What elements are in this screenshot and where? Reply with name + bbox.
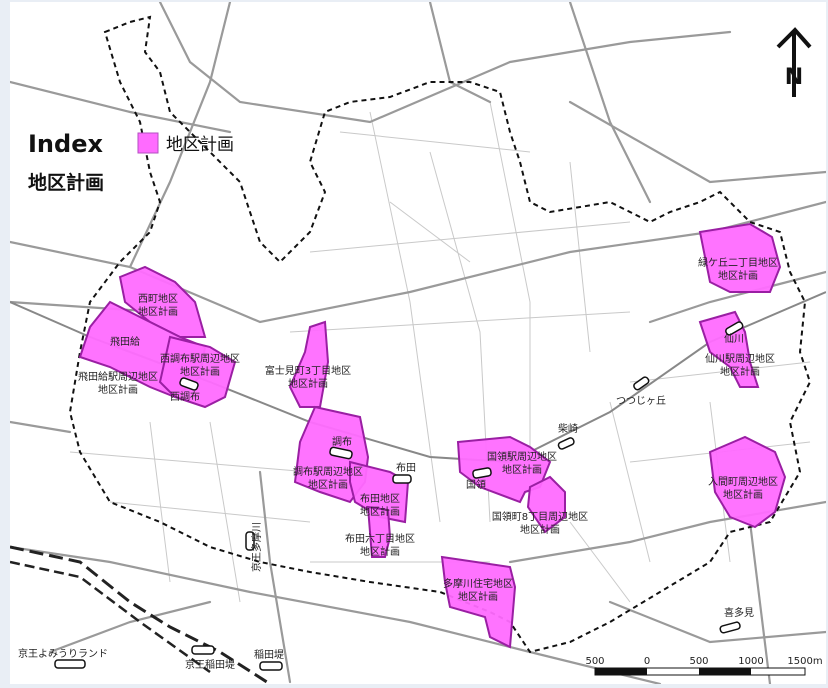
label-nishimachi-2: 地区計画 [138,305,178,318]
label-midorigaoka-2: 地区計画 [718,269,758,282]
label-kokuryo8-2: 地区計画 [520,523,560,536]
district-midorigaoka[interactable] [698,222,782,293]
district-fudarokuchome[interactable] [366,505,392,558]
station-inadazutsumi: 稲田堤 [254,649,284,661]
district-plan-map: 西町地区 地区計画 西調布駅周辺地区 地区計画 飛田給駅周辺地区 地区計画 富士… [8,0,828,686]
label-sengawa-2: 地区計画 [720,365,760,378]
label-kokuryo-1: 国領駅周辺地区 [487,450,557,463]
station-shibasaki: 柴崎 [558,422,578,435]
station-kitami: 喜多見 [724,606,754,619]
label-fuda-1: 布田地区 [360,492,400,505]
district-nishichofu[interactable] [158,335,237,409]
legend-subtitle: 地区計画 [28,171,104,194]
label-irima-2: 地区計画 [723,488,763,501]
label-midorigaoka-1: 緑ケ丘二丁目地区 [698,256,778,269]
district-irima[interactable] [708,435,787,529]
label-nishimachi-1: 西町地区 [138,292,178,305]
label-fudarokuchome-1: 布田六丁目地区 [345,532,415,545]
station-keio-yomiuri: 京王よみうりランド [18,647,108,660]
city-border [68,15,812,654]
district-tamagawa[interactable] [440,555,517,649]
station-keio-tamagawa: 京王多摩川 [250,522,263,572]
station-fuda: 布田 [396,462,416,474]
north-arrow-icon: N [776,27,812,97]
district-areas [78,222,787,649]
label-chofu-1: 調布駅周辺地区 [293,465,363,478]
legend-swatch [137,132,159,154]
north-label: N [785,65,803,90]
label-tamagawa-1: 多摩川住宅地区 [443,577,513,590]
district-labels: 西町地区 地区計画 西調布駅周辺地区 地区計画 飛田給駅周辺地区 地区計画 富士… [78,256,778,603]
district-sengawa[interactable] [698,310,760,388]
label-tobitakyu-2: 地区計画 [98,383,138,396]
label-fujimicho-2: 地区計画 [288,377,328,390]
label-nishichofu-2: 地区計画 [180,365,220,378]
label-fujimicho-1: 富士見町3丁目地区 [265,364,351,377]
station-markers [54,321,744,671]
scale-tick-3: 1000 [738,656,763,667]
station-nishichofu: 西調布 [170,390,200,403]
label-nishichofu-1: 西調布駅周辺地区 [160,352,240,365]
district-nishimachi[interactable] [118,265,207,338]
scale-tick-0: 500 [585,656,604,667]
scale-tick-4: 1500m [787,656,822,667]
legend: Index 地区計画 地区計画 [28,130,234,194]
station-kokuryo: 国領 [466,478,486,491]
legend-title: Index [28,130,103,158]
label-sengawa-1: 仙川駅周辺地区 [705,352,775,365]
label-fudarokuchome-2: 地区計画 [360,545,400,558]
station-labels: 飛田給 西調布 調布 布田 国領 柴崎 つつじヶ丘 仙川 京王多摩川 京王よみう… [18,332,754,671]
district-kokuryo8[interactable] [526,475,566,534]
label-irima-1: 入間町周辺地区 [708,475,778,488]
label-tobitakyu-1: 飛田給駅周辺地区 [78,370,158,383]
map-canvas: 西町地区 地区計画 西調布駅周辺地区 地区計画 飛田給駅周辺地区 地区計画 富士… [8,0,828,686]
station-tsutsujigaoka: つつじヶ丘 [616,395,666,407]
scale-tick-2: 500 [689,656,708,667]
station-tobitakyu: 飛田給 [110,335,140,348]
main-roads [8,0,828,686]
district-fujimicho[interactable] [288,320,330,408]
label-kokuryo-2: 地区計画 [502,463,542,476]
scale-tick-1: 0 [644,656,650,667]
label-kokuryo8-1: 国領町8丁目周辺地区 [492,510,588,523]
scale-bar: 500 0 500 1000 1500m [585,656,823,676]
label-tamagawa-2: 地区計画 [458,590,498,603]
station-sengawa: 仙川 [724,332,744,345]
label-chofu-2: 地区計画 [308,478,348,491]
station-chofu: 調布 [332,435,352,448]
station-keio-inadazutsumi: 京王稲田堤 [185,658,235,671]
label-fuda-2: 地区計画 [360,505,400,518]
legend-swatch-label: 地区計画 [166,135,234,155]
